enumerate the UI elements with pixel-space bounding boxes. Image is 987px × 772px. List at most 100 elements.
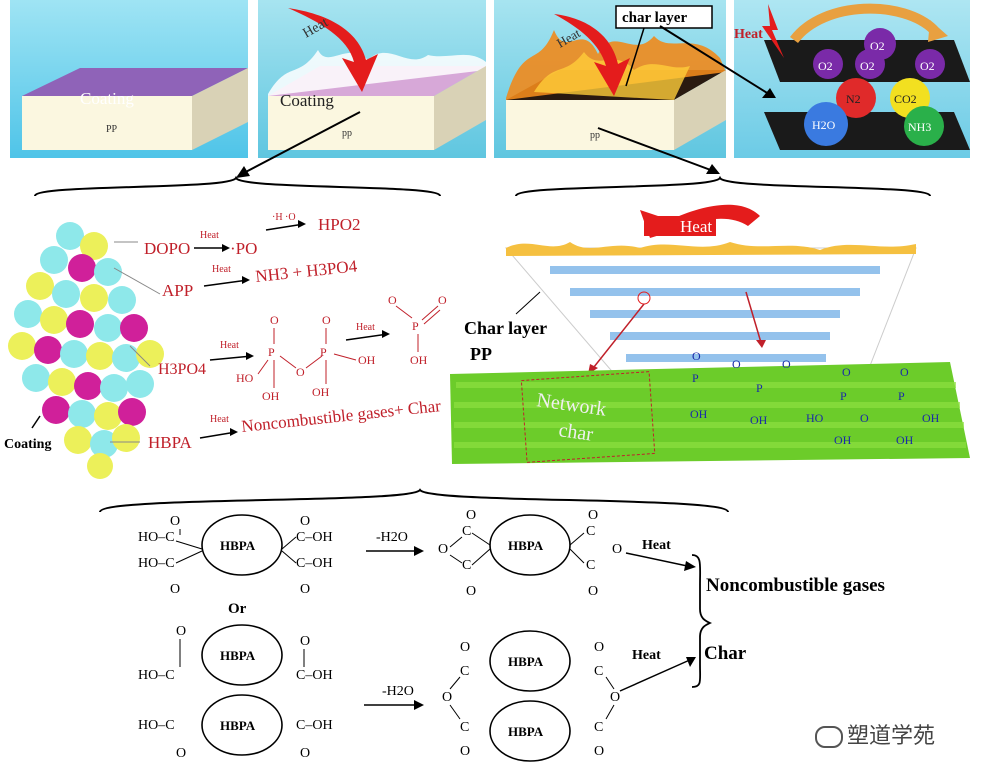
svg-text:OH: OH — [312, 385, 330, 399]
svg-text:HO–C: HO–C — [138, 718, 175, 733]
svg-text:C: C — [460, 664, 469, 679]
svg-text:HBPA: HBPA — [148, 433, 193, 452]
svg-text:O: O — [438, 293, 447, 307]
particle-coating — [8, 222, 164, 479]
heating-block: Heat Coating pp — [268, 8, 486, 150]
svg-text:H2O: H2O — [812, 118, 836, 132]
svg-text:HO–C: HO–C — [138, 530, 175, 545]
svg-text:O: O — [300, 514, 310, 529]
svg-text:O: O — [296, 365, 305, 379]
svg-text:O: O — [612, 542, 622, 557]
svg-text:O: O — [460, 744, 470, 759]
svg-text:Or: Or — [228, 601, 247, 617]
svg-text:O: O — [900, 365, 909, 379]
svg-text:C–OH: C–OH — [296, 556, 333, 571]
svg-text:O: O — [176, 746, 186, 761]
svg-text:HBPA: HBPA — [220, 718, 256, 733]
svg-text:O: O — [300, 746, 310, 761]
svg-text:C: C — [594, 664, 603, 679]
svg-text:P: P — [692, 371, 699, 385]
svg-text:O: O — [170, 582, 180, 597]
svg-text:Heat: Heat — [642, 538, 671, 553]
svg-text:N2: N2 — [846, 92, 861, 106]
svg-text:-H2O: -H2O — [376, 530, 408, 545]
svg-text:CO2: CO2 — [894, 92, 917, 106]
svg-text:OH: OH — [690, 407, 708, 421]
svg-text:Heat: Heat — [210, 414, 229, 425]
panel-char: Heat char layer pp — [494, 0, 726, 158]
svg-text:P: P — [268, 345, 275, 359]
svg-text:HO–C: HO–C — [138, 556, 175, 571]
svg-text:HO: HO — [236, 371, 254, 385]
svg-text:O: O — [466, 508, 476, 523]
svg-text:O: O — [594, 640, 604, 655]
svg-text:Heat: Heat — [212, 264, 231, 275]
svg-text:OH: OH — [262, 389, 280, 403]
svg-text:O: O — [170, 514, 180, 529]
svg-text:O: O — [460, 640, 470, 655]
brace-left — [34, 175, 441, 197]
svg-text:char: char — [557, 419, 594, 446]
svg-text:O: O — [588, 584, 598, 599]
svg-text:OH: OH — [410, 353, 428, 367]
bottom-reaction: HBPA OO HO–CHO–C OO C–OHC–OH -H2O HBPA O… — [138, 508, 885, 762]
substrate-label: PP — [106, 124, 118, 135]
svg-text:O2: O2 — [818, 59, 833, 73]
svg-text:O: O — [300, 634, 310, 649]
metaphosphoric-structure: O P O OH — [388, 293, 447, 367]
panel-gases: Heat O2 O2 O2 O2 N2 CO2 H2O NH3 — [734, 0, 970, 158]
svg-text:HO: HO — [806, 411, 824, 425]
svg-text:OH: OH — [358, 353, 376, 367]
svg-text:OH: OH — [922, 411, 940, 425]
lightning-icon — [762, 4, 784, 58]
svg-text:HBPA: HBPA — [508, 538, 544, 553]
svg-text:O: O — [842, 365, 851, 379]
pyrophosphate-structure: O P HO OH O O P OH OH — [236, 313, 376, 403]
svg-text:-H2O: -H2O — [382, 684, 414, 699]
svg-text:HBPA: HBPA — [508, 654, 544, 669]
svg-text:Heat: Heat — [200, 230, 219, 241]
svg-text:C: C — [462, 524, 471, 539]
svg-text:OH: OH — [896, 433, 914, 447]
svg-text:Heat: Heat — [632, 648, 661, 663]
svg-text:OH: OH — [750, 413, 768, 427]
svg-text:Heat: Heat — [220, 340, 239, 351]
svg-text:O: O — [860, 411, 869, 425]
svg-text:O: O — [594, 744, 604, 759]
brace-products — [691, 554, 713, 688]
coating-label: Coating — [80, 89, 134, 108]
svg-text:·PO: ·PO — [230, 239, 257, 258]
panel-coating: Coating PP — [10, 0, 248, 158]
char-layer-label: char layer — [622, 10, 687, 26]
svg-text:C: C — [586, 524, 595, 539]
brace-right — [515, 175, 931, 197]
svg-text:O: O — [782, 357, 791, 371]
svg-text:C: C — [586, 558, 595, 573]
svg-text:P: P — [840, 389, 847, 403]
svg-text:HPO2: HPO2 — [318, 215, 361, 234]
coating-label: Coating — [4, 437, 51, 452]
gas-phase: Heat O2 O2 O2 O2 N2 CO2 H2O NH3 — [734, 3, 970, 150]
svg-text:HO–C: HO–C — [138, 668, 175, 683]
svg-text:O: O — [610, 690, 620, 705]
product-gases: Noncombustible gases — [706, 575, 885, 596]
svg-text:O: O — [176, 624, 186, 639]
svg-text:NH3 + H3PO4: NH3 + H3PO4 — [254, 256, 358, 286]
heat-label: Heat — [734, 27, 763, 42]
svg-text:O: O — [732, 357, 741, 371]
product-char: Char — [704, 643, 747, 664]
left-mechanism: Coating DOPO Heat ·PO ·H ·O HPO2 APP Hea… — [4, 212, 447, 479]
svg-text:HBPA: HBPA — [508, 724, 544, 739]
svg-text:P: P — [412, 319, 419, 333]
svg-text:H3PO4: H3PO4 — [158, 361, 206, 378]
char-layer-label: Char layer — [464, 318, 547, 338]
coating-label: Coating — [280, 91, 334, 110]
svg-text:NH3: NH3 — [908, 120, 931, 134]
substrate-label: pp — [342, 128, 352, 139]
svg-text:O: O — [442, 690, 452, 705]
heat-arrow-icon — [554, 14, 630, 96]
heat-arrow-icon — [288, 8, 378, 92]
svg-text:O: O — [322, 313, 331, 327]
